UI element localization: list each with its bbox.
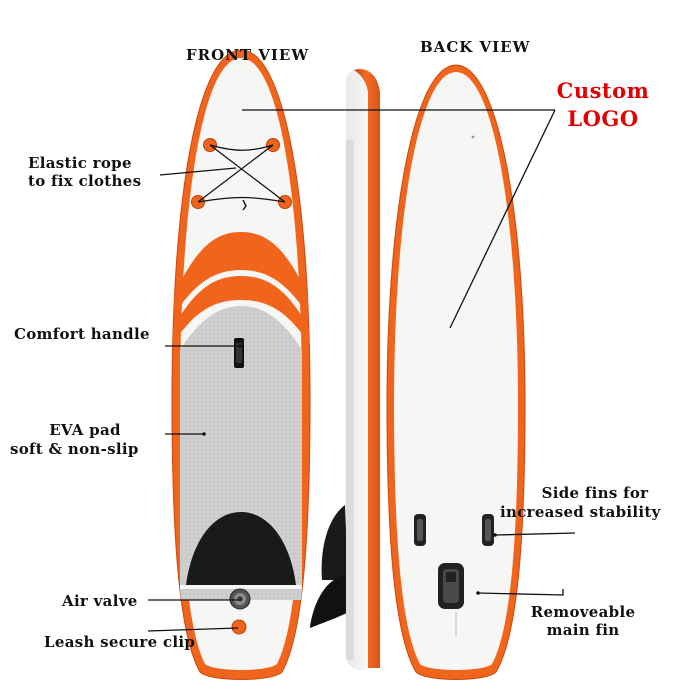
leader-main-fin xyxy=(477,589,564,596)
elastic-rope-label-1: Elastic rope xyxy=(28,154,132,172)
front-view-title: FRONT VIEW xyxy=(186,46,310,64)
eva-pad-label-2: soft & non-slip xyxy=(10,440,139,458)
leader-lines xyxy=(147,109,576,632)
front-board xyxy=(171,49,311,680)
back-view-title: BACK VIEW xyxy=(420,38,531,56)
air-valve xyxy=(229,588,251,610)
custom-logo-line2: LOGO xyxy=(567,106,639,131)
leader-custom-logo-back xyxy=(449,109,556,329)
back-board xyxy=(386,64,526,680)
leash-clip xyxy=(231,619,247,635)
elastic-rope xyxy=(197,144,286,203)
leader-elastic-rope xyxy=(159,167,237,176)
comfort-handle-label: Comfort handle xyxy=(14,325,150,343)
eva-pad-label-1: EVA pad xyxy=(49,421,121,439)
main-fin-label-2: main fin xyxy=(546,621,620,639)
elastic-rope-label-2: to fix clothes xyxy=(28,172,142,190)
side-fins-label-1: Side fins for xyxy=(541,484,649,502)
side-fins-label-2: increased stability xyxy=(500,503,661,521)
leader-side-fins xyxy=(495,532,576,536)
custom-logo-line1: Custom xyxy=(556,78,650,103)
leash-clip-label: Leash secure clip xyxy=(44,633,196,651)
side-board xyxy=(310,68,380,670)
main-fin-label-1: Removeable xyxy=(530,603,636,621)
air-valve-label: Air valve xyxy=(62,592,138,610)
rope-hook xyxy=(242,199,247,211)
leader-leash-clip xyxy=(147,627,239,632)
